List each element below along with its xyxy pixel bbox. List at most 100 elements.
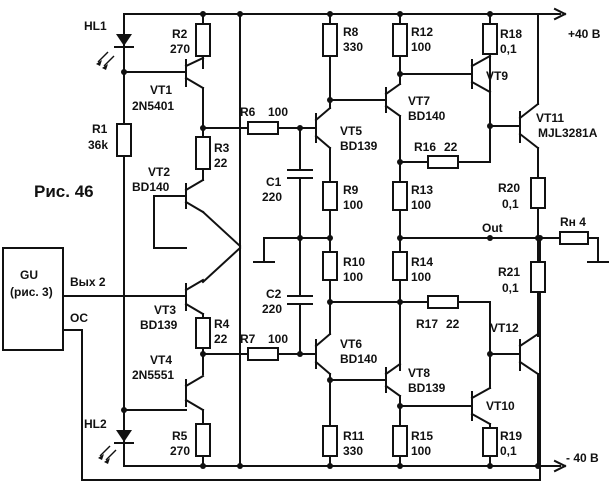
r6-value: 100 xyxy=(268,105,288,119)
vt7-type: BD140 xyxy=(408,109,446,123)
r10-value: 100 xyxy=(343,270,363,284)
transistor-vt8 xyxy=(329,362,402,427)
vt2-type: BD140 xyxy=(132,180,170,194)
r2-value: 270 xyxy=(170,42,190,56)
r15-value: 100 xyxy=(411,444,431,458)
r4-name: R4 xyxy=(214,317,230,331)
c1-value: 220 xyxy=(262,190,282,204)
r12-name: R12 xyxy=(411,25,433,39)
gu-ref: (рис. 3) xyxy=(10,285,53,299)
r6-name: R6 xyxy=(240,105,256,119)
r17-value: 22 xyxy=(446,317,460,331)
resistor-r20 xyxy=(530,177,546,209)
resistor-r2 xyxy=(195,23,211,57)
transistor-vt4 xyxy=(123,353,205,425)
vt7-name: VT7 xyxy=(408,94,430,108)
resistor-r15 xyxy=(392,425,408,457)
r16-name: R16 xyxy=(414,140,436,154)
vt8-type: BD139 xyxy=(408,381,446,395)
c2-name: C2 xyxy=(266,287,282,301)
vt12-name: VT12 xyxy=(490,321,519,335)
vt5-name: VT5 xyxy=(340,124,362,138)
transistor-vt3 xyxy=(184,278,205,319)
resistor-r13 xyxy=(392,181,408,211)
r9-name: R9 xyxy=(343,183,359,197)
gu-fb-label: ОС xyxy=(70,311,88,325)
transistor-vt12 xyxy=(489,301,540,467)
gu-name: GU xyxy=(20,268,38,282)
r20-name: R20 xyxy=(498,181,520,195)
resistor-r9 xyxy=(322,181,338,211)
r8-value: 330 xyxy=(343,40,363,54)
figure-label: Рис. 46 xyxy=(34,182,94,201)
gu-out-label: Вых 2 xyxy=(70,275,106,289)
r19-value: 0,1 xyxy=(500,444,517,458)
capacitor-c1 xyxy=(287,127,313,239)
vt6-type: BD140 xyxy=(340,352,378,366)
resistor-r21 xyxy=(530,261,546,293)
r12-value: 100 xyxy=(411,40,431,54)
r9-value: 100 xyxy=(343,198,363,212)
r8-name: R8 xyxy=(343,25,359,39)
r14-value: 100 xyxy=(411,270,431,284)
r11-name: R11 xyxy=(343,429,365,443)
c1-name: C1 xyxy=(266,175,282,189)
vt5-type: BD139 xyxy=(340,139,378,153)
resistor-r4 xyxy=(195,317,211,349)
vt3-type: BD139 xyxy=(140,318,178,332)
gu-block xyxy=(2,247,64,351)
transistor-vt7 xyxy=(329,82,402,183)
resistor-r8 xyxy=(322,23,338,57)
r7-name: R7 xyxy=(240,332,256,346)
r7-value: 100 xyxy=(268,332,288,346)
r17-name: R17 xyxy=(416,317,438,331)
negative-rail-label: - 40 В xyxy=(566,451,599,465)
r15-name: R15 xyxy=(411,429,433,443)
r14-name: R14 xyxy=(411,255,433,269)
negative-rail xyxy=(123,459,567,473)
r1-value: 36k xyxy=(88,138,108,152)
ground-symbol-right xyxy=(587,237,609,263)
capacitor-c2 xyxy=(287,237,313,355)
r21-name: R21 xyxy=(498,265,520,279)
ground-symbol-left xyxy=(253,237,331,263)
resistor-r1 xyxy=(116,123,132,157)
led-hl2 xyxy=(98,430,134,464)
vt6-name: VT6 xyxy=(340,337,362,351)
c2-value: 220 xyxy=(262,302,282,316)
r16-value: 22 xyxy=(444,140,458,154)
positive-rail-label: +40 В xyxy=(568,27,601,41)
transistor-vt1 xyxy=(123,56,205,129)
resistor-r3 xyxy=(195,136,211,170)
vt10-name: VT10 xyxy=(486,399,515,413)
vt11-name: VT11 xyxy=(536,111,564,125)
vt2-name: VT2 xyxy=(148,165,170,179)
resistor-r18 xyxy=(482,23,498,55)
transistor-vt2 xyxy=(153,178,205,249)
positive-rail xyxy=(123,7,567,21)
transistor-vt5 xyxy=(314,106,332,183)
resistor-r6 xyxy=(247,121,279,135)
transistor-vt10 xyxy=(399,353,492,426)
r3-name: R3 xyxy=(214,141,230,155)
load-label: Rн 4 xyxy=(560,215,586,229)
vt8-name: VT8 xyxy=(408,366,430,380)
r13-name: R13 xyxy=(411,183,433,197)
r5-name: R5 xyxy=(172,429,188,443)
resistor-r14 xyxy=(392,251,408,281)
r21-value: 0,1 xyxy=(502,281,519,295)
vt3-name: VT3 xyxy=(154,303,176,317)
vt4-name: VT4 xyxy=(150,353,172,367)
resistor-r17 xyxy=(427,295,459,309)
resistor-r5 xyxy=(195,423,211,457)
hl2-label: HL2 xyxy=(84,417,107,431)
out-label: Out xyxy=(482,221,503,235)
r5-value: 270 xyxy=(170,444,190,458)
r13-value: 100 xyxy=(411,198,431,212)
r11-value: 330 xyxy=(343,444,363,458)
vt9-name: VT9 xyxy=(486,69,508,83)
resistor-r11 xyxy=(322,425,338,457)
vt11-type: MJL3281A xyxy=(538,126,598,140)
r4-value: 22 xyxy=(214,332,228,346)
